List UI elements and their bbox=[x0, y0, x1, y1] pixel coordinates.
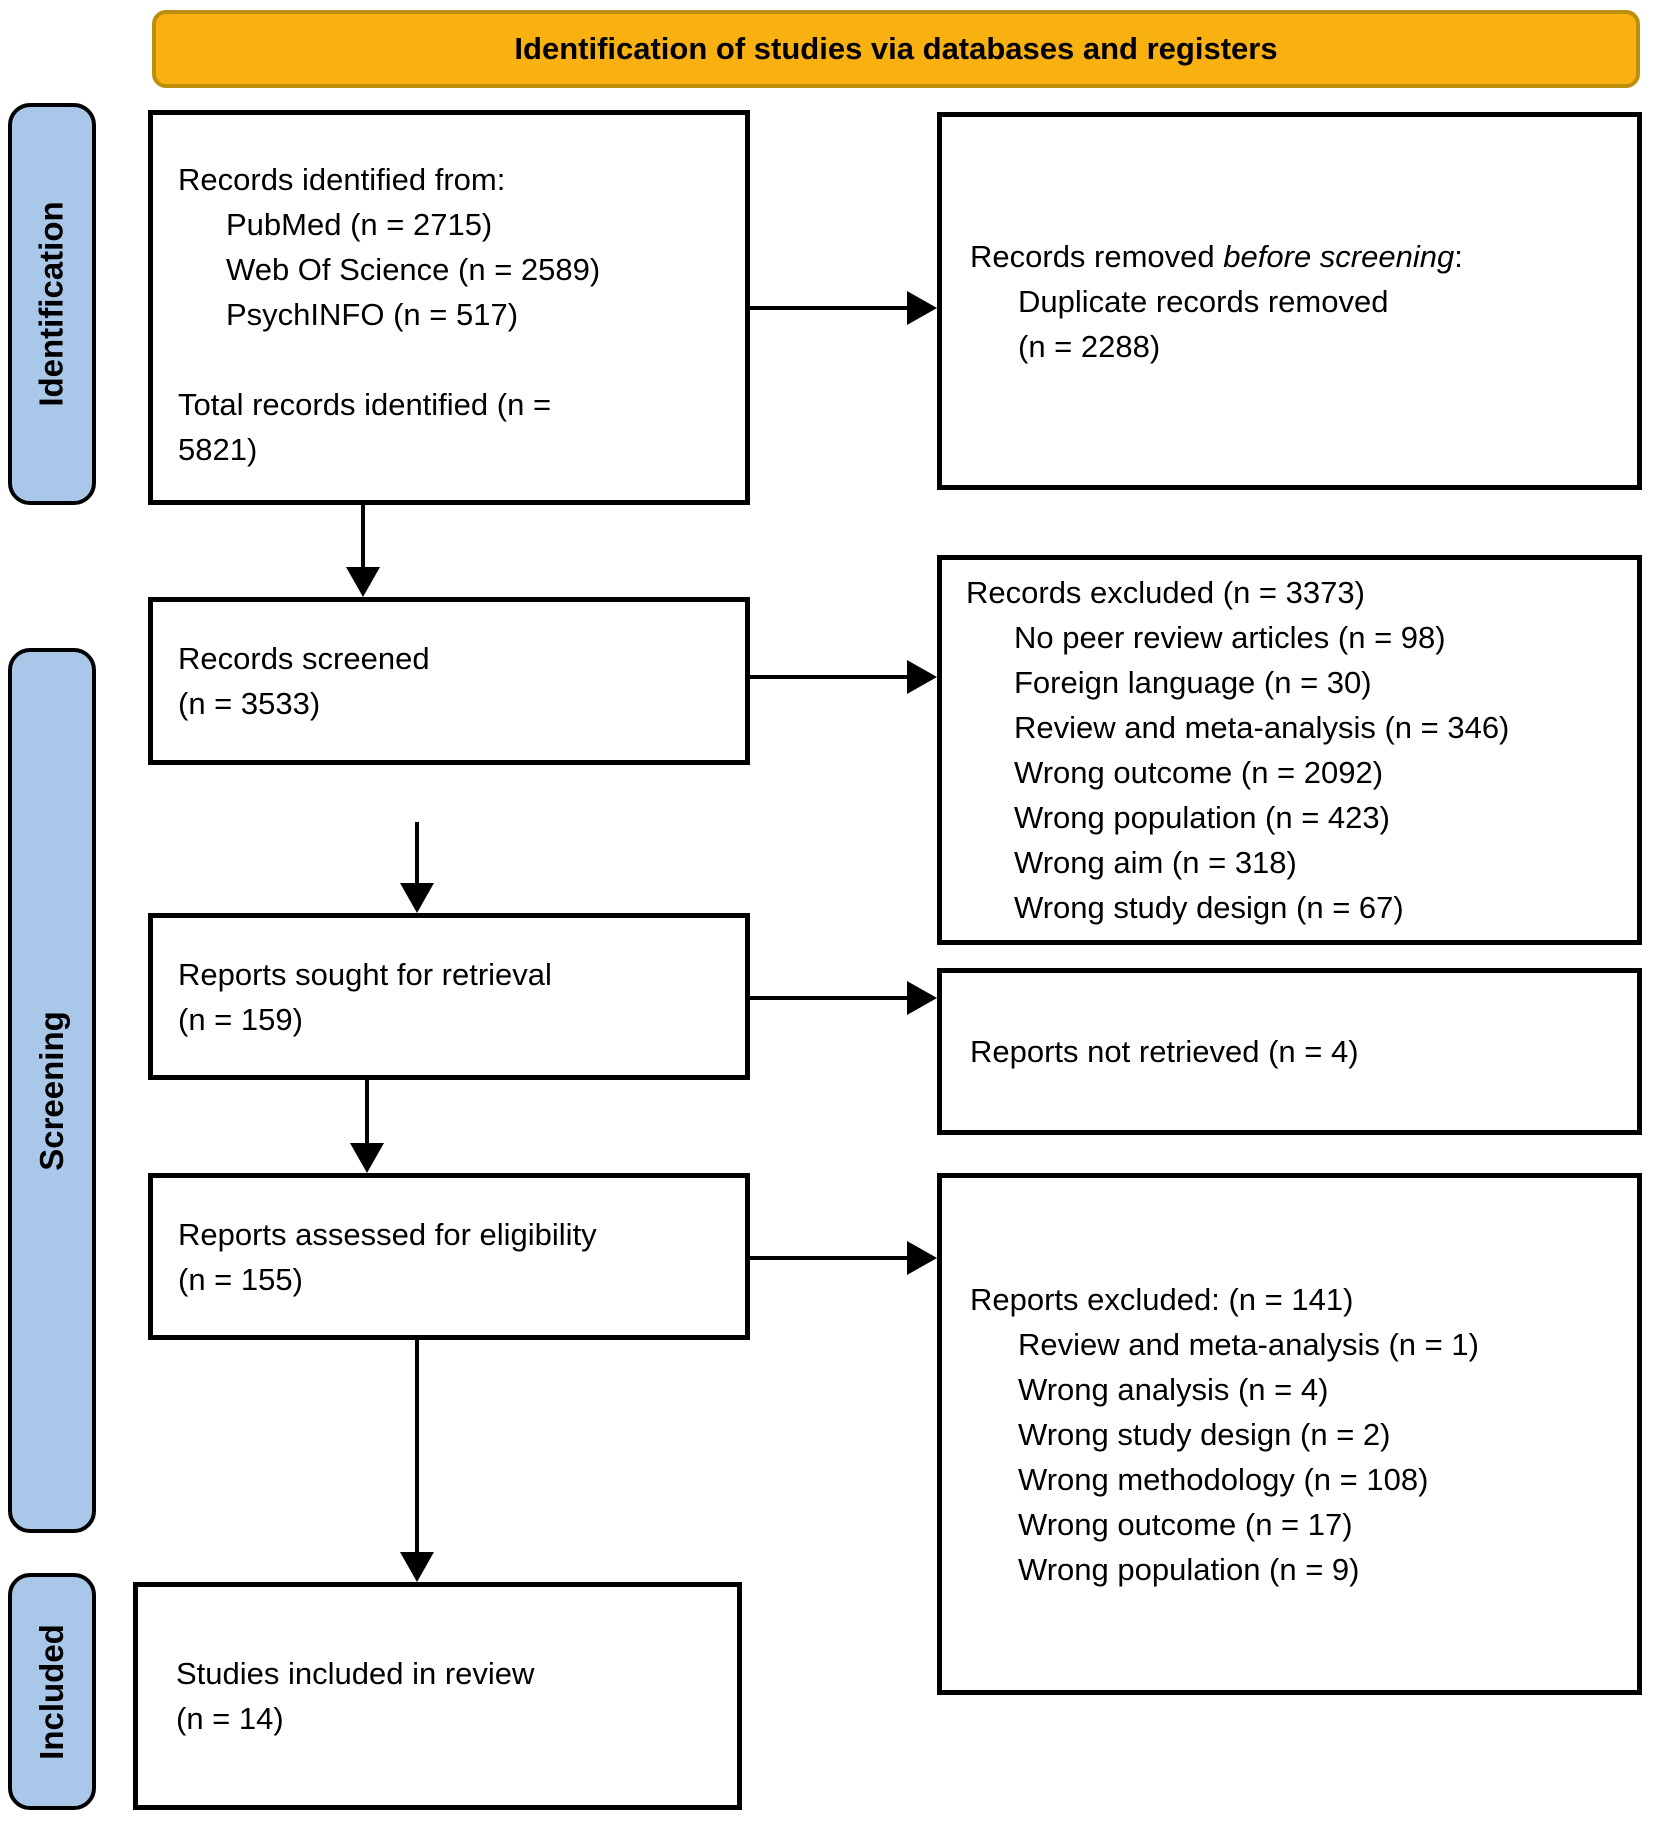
arrow-sought-to-assessed-line bbox=[365, 1080, 369, 1144]
text-line: Total records identified (n = bbox=[178, 387, 552, 422]
text-line: PsychINFO (n = 517) bbox=[226, 297, 519, 332]
box-reports-assessed: Reports assessed for eligibility (n = 15… bbox=[148, 1173, 750, 1340]
blank-line bbox=[178, 337, 733, 382]
stage-label-identification: Identification bbox=[8, 103, 96, 505]
text-line: Wrong analysis (n = 4) bbox=[1018, 1371, 1329, 1407]
arrow-identified-to-removed-line bbox=[750, 306, 908, 310]
text-line: Records excluded (n = 3373) bbox=[966, 575, 1365, 610]
text-line: Duplicate records removed bbox=[1018, 283, 1389, 319]
box-records-identified: Records identified from: PubMed (n = 271… bbox=[148, 110, 750, 505]
arrow-identified-to-screened-line bbox=[361, 505, 365, 571]
text-line: Wrong methodology (n = 108) bbox=[1018, 1461, 1429, 1497]
arrow-screened-to-excluded-line bbox=[750, 675, 908, 679]
text-line: Reports assessed for eligibility bbox=[178, 1216, 597, 1252]
arrow-identified-to-screened-head bbox=[346, 567, 380, 597]
stage-label-screening-text: Screening bbox=[33, 1010, 70, 1171]
text-line: Wrong study design (n = 2) bbox=[1018, 1416, 1391, 1452]
text-line: Wrong population (n = 9) bbox=[1018, 1551, 1360, 1587]
text-line: Web Of Science (n = 2589) bbox=[226, 252, 601, 287]
text-line: Reports excluded: (n = 141) bbox=[970, 1281, 1354, 1317]
text-line: Wrong outcome (n = 2092) bbox=[1014, 755, 1384, 790]
text-line: Records removed before screening: bbox=[970, 234, 1637, 279]
box-reports-sought: Reports sought for retrieval (n = 159) bbox=[148, 913, 750, 1080]
stage-label-included-text: Included bbox=[33, 1623, 70, 1760]
text-line: (n = 159) bbox=[178, 1001, 303, 1037]
text-line: Review and meta-analysis (n = 346) bbox=[1014, 710, 1510, 745]
text-line: (n = 155) bbox=[178, 1261, 303, 1297]
banner-title-text: Identification of studies via databases … bbox=[514, 31, 1278, 66]
text-line: Records screened bbox=[178, 641, 430, 676]
stage-label-identification-text: Identification bbox=[33, 201, 70, 407]
box-records-screened: Records screened (n = 3533) bbox=[148, 597, 750, 765]
text-line: Wrong study design (n = 67) bbox=[1014, 890, 1404, 925]
arrow-screened-to-sought-line bbox=[415, 822, 419, 884]
box-reports-not-retrieved: Reports not retrieved (n = 4) bbox=[937, 968, 1642, 1135]
arrow-assessed-to-included-line bbox=[415, 1340, 419, 1554]
text-line: No peer review articles (n = 98) bbox=[1014, 620, 1446, 655]
arrow-identified-to-removed-head bbox=[907, 291, 937, 325]
text-line: Records identified from: bbox=[178, 162, 506, 197]
text-line: (n = 3533) bbox=[178, 686, 321, 721]
arrow-screened-to-excluded-head bbox=[907, 660, 937, 694]
arrow-assessed-to-excluded-line bbox=[750, 1256, 908, 1260]
text-line: (n = 14) bbox=[176, 1701, 284, 1736]
arrow-assessed-to-excluded-head bbox=[907, 1241, 937, 1275]
text-line: Reports sought for retrieval bbox=[178, 956, 552, 992]
arrow-screened-to-sought-head bbox=[400, 883, 434, 913]
text-line: Review and meta-analysis (n = 1) bbox=[1018, 1326, 1479, 1362]
text-line: Wrong population (n = 423) bbox=[1014, 800, 1390, 835]
box-reports-excluded: Reports excluded: (n = 141) Review and m… bbox=[937, 1173, 1642, 1695]
arrow-sought-to-not-retrieved-line bbox=[750, 996, 908, 1000]
stage-label-included: Included bbox=[8, 1573, 96, 1810]
text-line: Studies included in review bbox=[176, 1656, 535, 1691]
text-line: Wrong outcome (n = 17) bbox=[1018, 1506, 1353, 1542]
arrow-sought-to-assessed-head bbox=[350, 1143, 384, 1173]
arrow-assessed-to-included-head bbox=[400, 1552, 434, 1582]
text-line: 5821) bbox=[178, 432, 258, 467]
box-records-excluded: Records excluded (n = 3373) No peer revi… bbox=[937, 555, 1642, 945]
box-studies-included: Studies included in review (n = 14) bbox=[133, 1582, 742, 1810]
box-records-removed: Records removed before screening: Duplic… bbox=[937, 112, 1642, 490]
text-line: (n = 2288) bbox=[1018, 328, 1161, 364]
text-line: Wrong aim (n = 318) bbox=[1014, 845, 1297, 880]
text-segment: : bbox=[1454, 238, 1463, 274]
text-line: Foreign language (n = 30) bbox=[1014, 665, 1372, 700]
arrow-sought-to-not-retrieved-head bbox=[907, 981, 937, 1015]
text-line: Reports not retrieved (n = 4) bbox=[970, 1034, 1359, 1069]
stage-label-screening: Screening bbox=[8, 648, 96, 1533]
text-segment: Records removed bbox=[970, 238, 1224, 274]
text-line: PubMed (n = 2715) bbox=[226, 207, 493, 242]
banner-title: Identification of studies via databases … bbox=[152, 10, 1640, 88]
text-segment-italic: before screening bbox=[1223, 238, 1455, 274]
